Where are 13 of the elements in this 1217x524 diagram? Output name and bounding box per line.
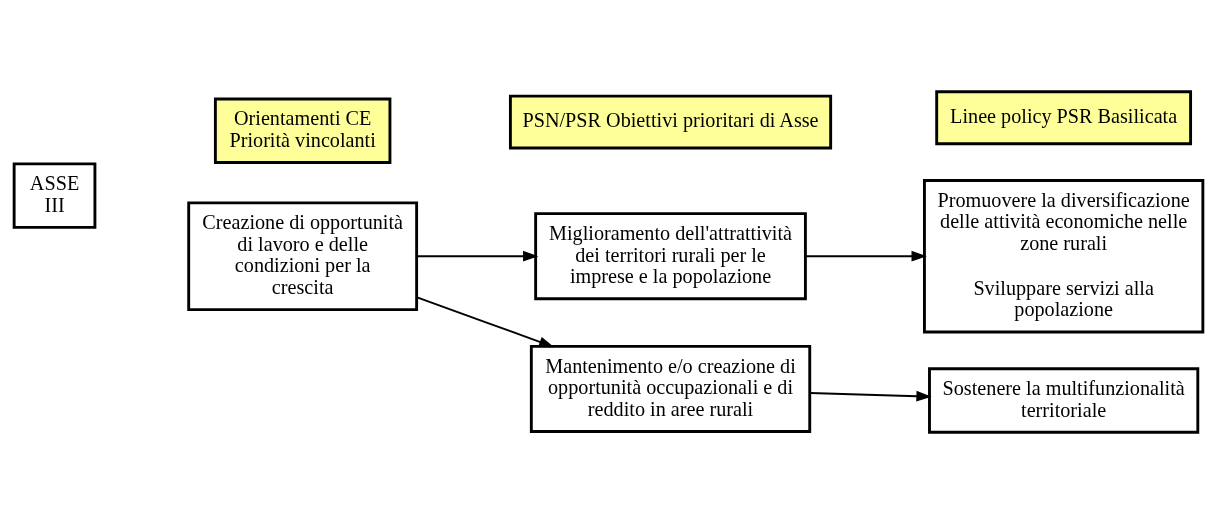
node-box: PSN/PSR Obiettivi prioritari di Asse bbox=[508, 94, 833, 150]
arrow bbox=[416, 296, 555, 348]
node-box: Miglioramento dell'attrattività dei territori rurali per le imprese e la popolazione bbox=[534, 212, 807, 301]
node-box: ASSE III bbox=[12, 162, 97, 229]
node-box: Promuovere la diversificazione delle attività economiche nelle zone rurali Sviluppare servizi alla popolazione bbox=[923, 179, 1205, 334]
arrow bbox=[809, 390, 932, 402]
node-box: Orientamenti CE Priorità vincolanti bbox=[213, 97, 392, 164]
node-box: Linee policy PSR Basilicata bbox=[935, 90, 1193, 146]
arrow bbox=[804, 250, 927, 262]
node-box: Creazione di opportunità di lavoro e delle condizioni per la crescita bbox=[187, 201, 419, 312]
node-box: Mantenimento e/o creazione di opportunità occupazionali e di reddito in aree rurali bbox=[529, 344, 812, 433]
node-box: Sostenere la multifunzionalità territoriale bbox=[928, 367, 1200, 434]
arrow bbox=[416, 250, 539, 262]
